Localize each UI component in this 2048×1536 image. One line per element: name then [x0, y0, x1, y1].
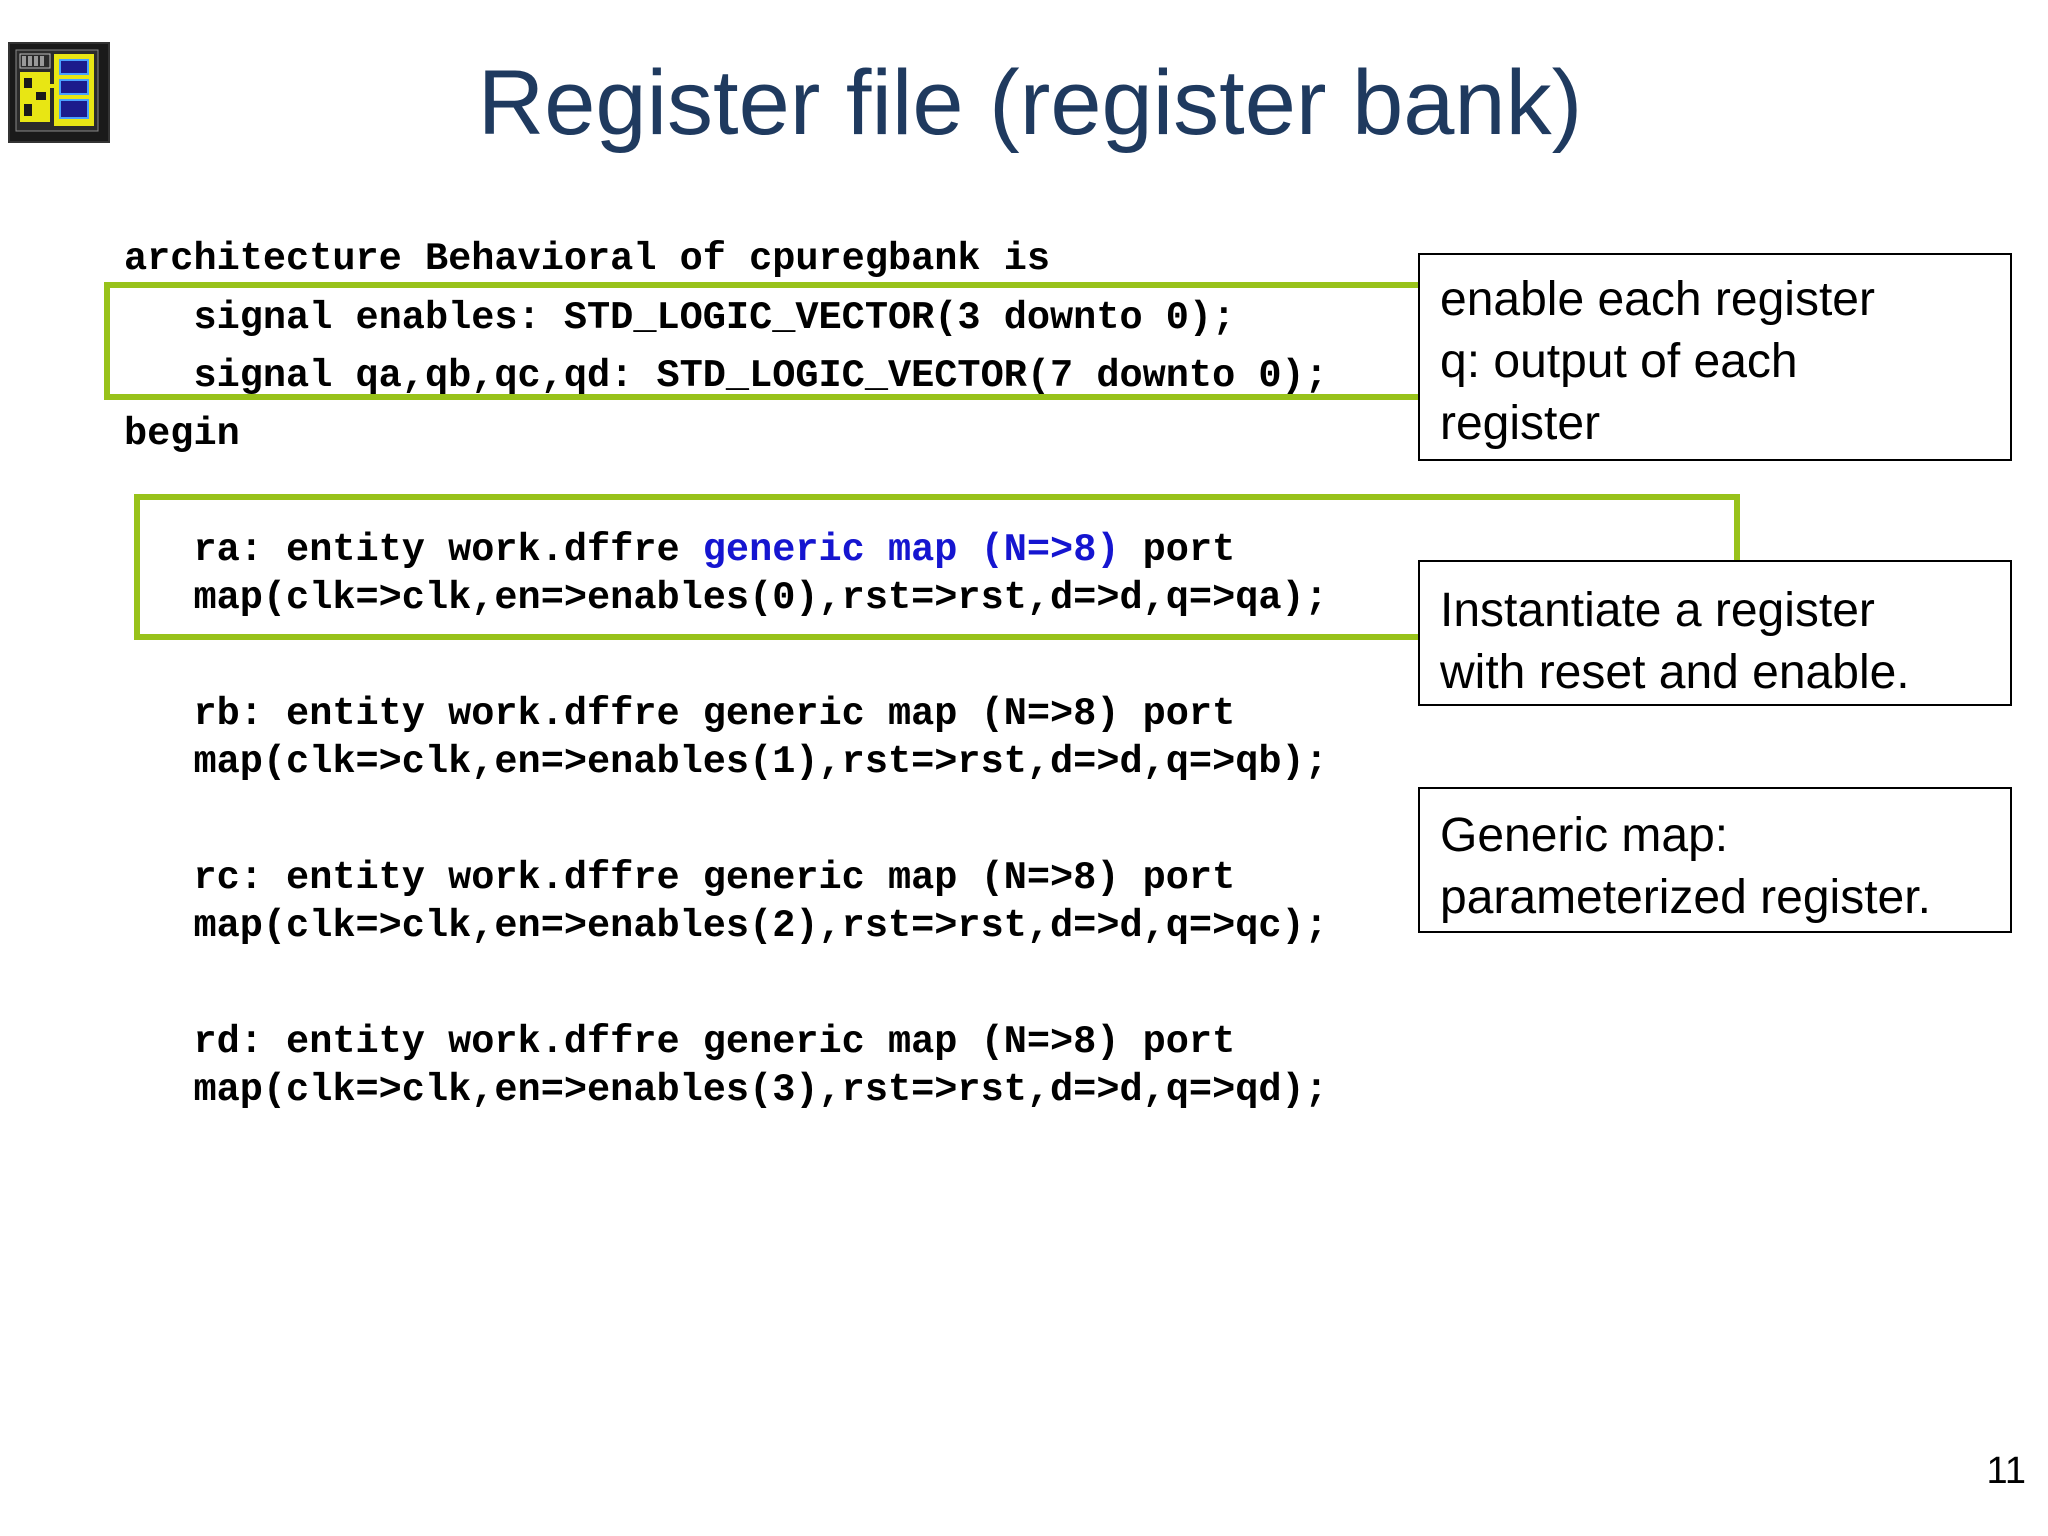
note-generic-line1: Generic map: — [1440, 809, 1729, 862]
note-generic: Generic map: parameterized register. — [1418, 787, 2012, 933]
code-rb-line2: map(clk=>clk,en=>enables(1),rst=>rst,d=>… — [124, 740, 1328, 784]
code-rb-line1: rb: entity work.dffre generic map (N=>8)… — [124, 692, 1236, 736]
note-generic-line2: parameterized register. — [1440, 871, 1931, 924]
code-rd-line1: rd: entity work.dffre generic map (N=>8)… — [124, 1020, 1236, 1064]
note-instantiate-line2: with reset and enable. — [1440, 646, 1910, 699]
note-signals-line3: register — [1440, 397, 1601, 450]
code-signal-enables: signal enables: STD_LOGIC_VECTOR(3 downt… — [124, 296, 1236, 340]
code-rc-line1: rc: entity work.dffre generic map (N=>8)… — [124, 856, 1236, 900]
slide-title: Register file (register bank) — [477, 52, 1583, 154]
note-instantiate: Instantiate a register with reset and en… — [1418, 560, 2012, 706]
code-rd-line2: map(clk=>clk,en=>enables(3),rst=>rst,d=>… — [124, 1068, 1328, 1112]
code-signal-q: signal qa,qb,qc,qd: STD_LOGIC_VECTOR(7 d… — [124, 354, 1328, 398]
note-signals: enable each register q: output of each r… — [1418, 253, 2012, 461]
code-ra-line2: map(clk=>clk,en=>enables(0),rst=>rst,d=>… — [124, 576, 1328, 620]
note-signals-line1: enable each register — [1440, 273, 1875, 326]
page-number: 11 — [1986, 1450, 2026, 1492]
code-ra-prefix: ra: entity work.dffre — [124, 528, 703, 572]
chip-die-logo-icon — [8, 42, 110, 143]
code-begin: begin — [124, 412, 240, 456]
code-arch-line: architecture Behavioral of cpuregbank is — [124, 237, 1051, 281]
note-instantiate-line1: Instantiate a register — [1440, 584, 1875, 637]
code-ra-suffix: port — [1119, 528, 1236, 572]
code-rc-line2: map(clk=>clk,en=>enables(2),rst=>rst,d=>… — [124, 904, 1328, 948]
note-signals-line2: q: output of each — [1440, 335, 1798, 388]
code-ra-line1: ra: entity work.dffre generic map (N=>8)… — [124, 527, 1235, 573]
code-ra-generic-map: generic map (N=>8) — [702, 528, 1120, 572]
